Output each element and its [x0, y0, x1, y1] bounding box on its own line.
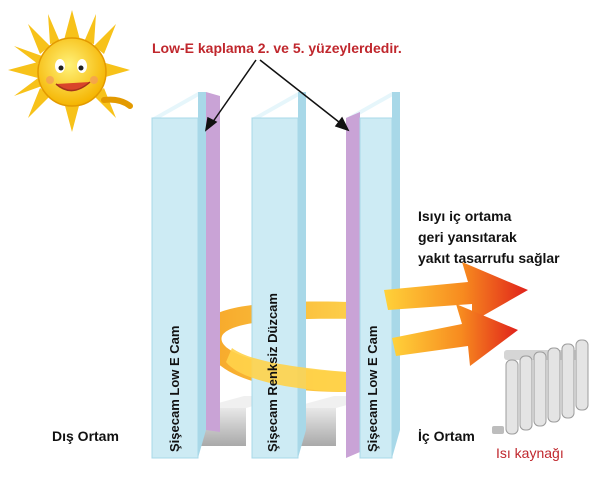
benefit-line-3: yakıt tasarrufu sağlar	[418, 250, 560, 266]
pane-label-1: Şişecam Low E Cam	[167, 325, 182, 452]
pane-label-2: Şişecam Renksiz Düzcam	[265, 293, 280, 452]
heat-arrow-upper	[384, 262, 528, 322]
inside-label: İç Ortam	[418, 428, 475, 444]
outside-label: Dış Ortam	[52, 428, 119, 444]
benefit-text: Isıyı iç ortama geri yansıtarak yakıt ta…	[418, 206, 560, 269]
low-e-callout: Low-E kaplama 2. ve 5. yüzeylerdedir.	[152, 40, 402, 56]
radiator-icon	[492, 339, 589, 435]
glass-pane-3	[346, 92, 400, 459]
heat-source-label: Isı kaynağı	[496, 445, 564, 461]
heat-swirl-front	[226, 348, 346, 392]
pane-label-3: Şişecam Low E Cam	[365, 325, 380, 452]
benefit-line-2: geri yansıtarak	[418, 229, 517, 245]
glass-pane-1	[151, 92, 220, 459]
callout-pointers	[204, 59, 350, 132]
sun-icon	[8, 10, 133, 132]
heat-arrow-lower	[392, 304, 518, 366]
benefit-line-1: Isıyı iç ortama	[418, 208, 512, 224]
glass-pane-2	[251, 92, 306, 459]
